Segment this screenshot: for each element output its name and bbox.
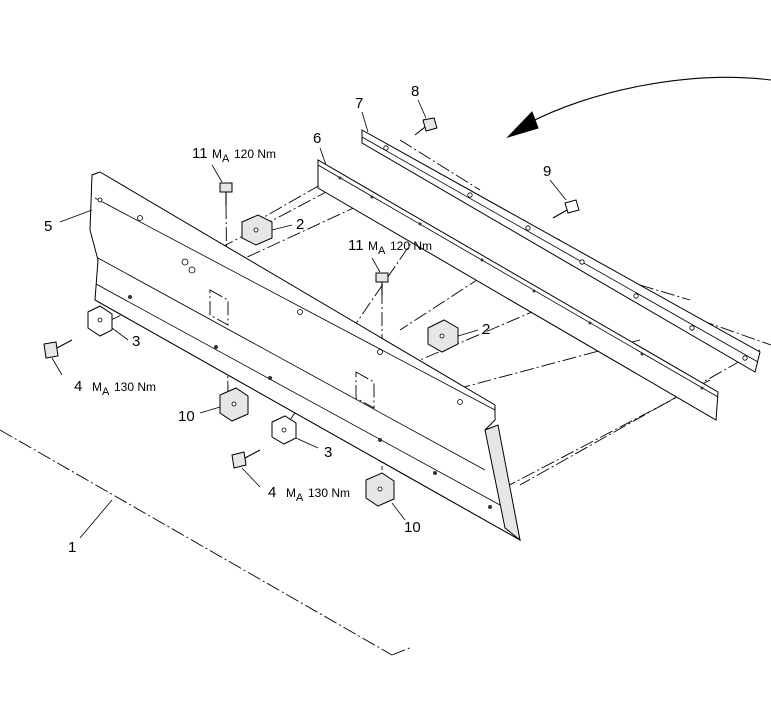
bolt-part-11-a	[219, 182, 233, 205]
strip-part-7	[361, 129, 761, 373]
torque-value: 120 Nm	[390, 239, 432, 253]
callout-11-b: 11	[348, 237, 364, 254]
torque-symbol-m: M	[286, 486, 296, 500]
torque-value: 130 Nm	[308, 486, 350, 500]
torque-symbol-m: M	[92, 380, 102, 394]
rotation-arrow	[506, 76, 771, 139]
callout-labels: 1 2 2 3 3 5 6 7 8 9 10 10	[44, 83, 551, 556]
callout-8: 8	[411, 83, 419, 100]
clamp-part-3-b	[271, 415, 297, 445]
torque-symbol-sub: A	[378, 245, 386, 257]
callout-3-a: 3	[132, 333, 140, 350]
callout-5: 5	[44, 218, 52, 235]
block-part-2-a	[241, 214, 273, 246]
callout-9: 9	[543, 163, 551, 180]
torque-symbol-m: M	[212, 147, 222, 161]
block-part-2-b	[427, 319, 459, 353]
torque-symbol-sub: A	[102, 386, 110, 398]
plate-part-6	[317, 159, 719, 421]
callout-2-b: 2	[482, 321, 490, 338]
clamp-part-3-a	[87, 305, 113, 337]
callout-7: 7	[355, 95, 363, 112]
bolt-part-8	[414, 117, 438, 136]
callout-3-b: 3	[324, 444, 332, 461]
torque-symbol-sub: A	[296, 492, 304, 504]
torque-spec-4-a: 4 M A 130 Nm	[74, 378, 156, 398]
bolt-part-4-a	[43, 339, 73, 359]
base-plane-outline	[0, 429, 413, 656]
torque-symbol-m: M	[368, 239, 378, 253]
blade-part-5	[89, 171, 521, 542]
callout-4-a: 4	[74, 378, 82, 395]
leader-lines	[51, 99, 567, 539]
torque-spec-4-b: 4 M A 130 Nm	[268, 484, 350, 504]
callout-10-b: 10	[404, 519, 421, 536]
callout-11-a: 11	[192, 145, 208, 162]
torque-value: 130 Nm	[114, 380, 156, 394]
bolt-part-9	[552, 199, 580, 219]
callout-2-a: 2	[296, 216, 304, 233]
callout-4-b: 4	[268, 484, 276, 501]
callout-6: 6	[313, 130, 321, 147]
callout-1: 1	[68, 539, 76, 556]
torque-spec-11-a: 11 M A 120 Nm	[192, 145, 276, 165]
block-part-10-a	[219, 387, 249, 422]
callout-10-a: 10	[178, 408, 195, 425]
block-part-10-b	[365, 472, 395, 507]
torque-value: 120 Nm	[234, 147, 276, 161]
bolt-part-4-b	[231, 449, 261, 469]
torque-symbol-sub: A	[222, 153, 230, 165]
torque-spec-11-b: 11 M A 120 Nm	[348, 237, 432, 257]
bolt-part-11-b	[375, 272, 389, 295]
